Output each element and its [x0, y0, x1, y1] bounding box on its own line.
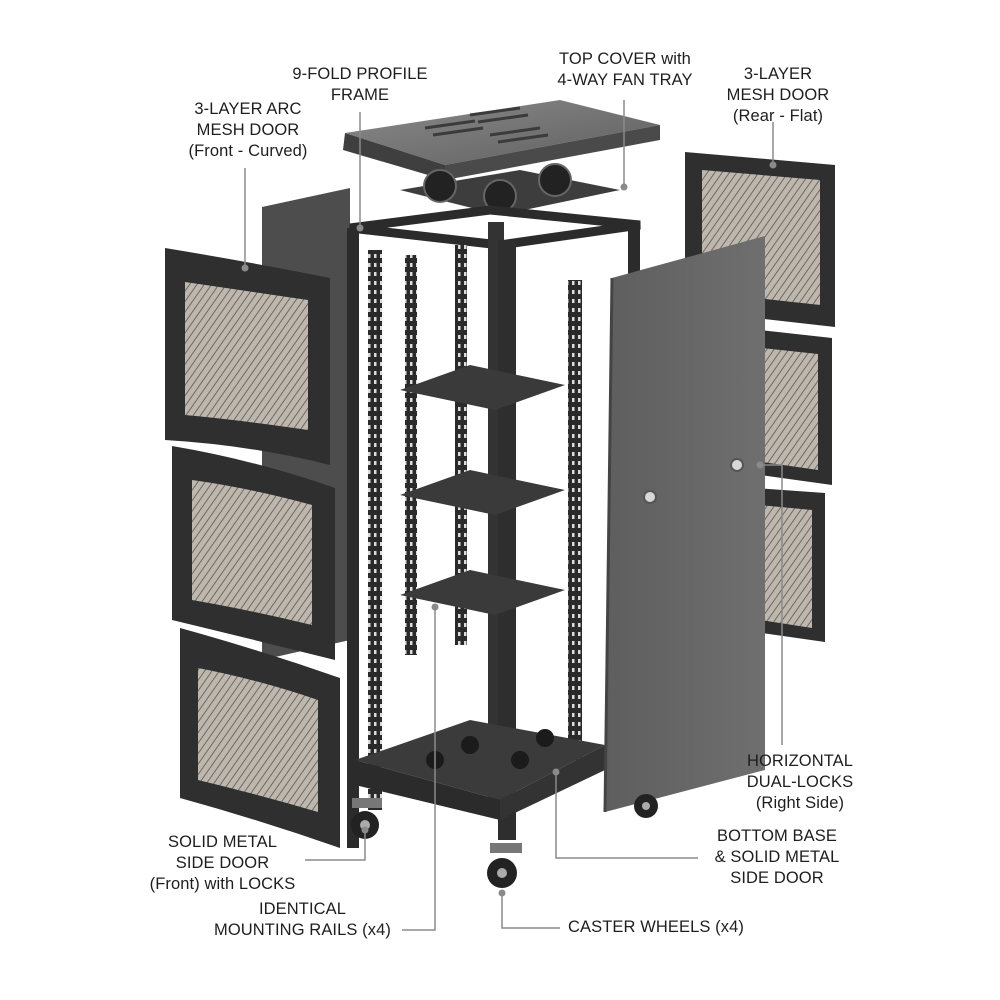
front-mesh-doors	[165, 248, 340, 848]
callout-front-mesh-door: 3-LAYER ARC MESH DOOR (Front - Curved)	[188, 100, 308, 160]
callout-frame: 9-FOLD PROFILE FRAME	[292, 65, 428, 104]
callout-mounting-rails: IDENTICAL MOUNTING RAILS (x4)	[214, 900, 391, 939]
callout-dual-locks: HORIZONTAL DUAL-LOCKS (Right Side)	[746, 752, 854, 812]
rack-frame	[347, 205, 641, 848]
callout-top-cover: TOP COVER with 4-WAY FAN TRAY	[557, 50, 693, 89]
callout-side-door-front: SOLID METAL SIDE DOOR (Front) with LOCKS	[149, 833, 296, 893]
leader-dots	[241, 161, 777, 897]
top-cover	[343, 100, 660, 180]
right-side-door	[603, 236, 765, 813]
caster-wheels	[351, 794, 658, 888]
callout-rear-mesh-door: 3-LAYER MESH DOOR (Rear - Flat)	[726, 65, 830, 125]
callout-bottom-base: BOTTOM BASE & SOLID METAL SIDE DOOR	[714, 827, 840, 887]
callout-caster-wheels: CASTER WHEELS (x4)	[568, 918, 744, 936]
fan-tray	[400, 163, 620, 215]
leader-lines	[244, 100, 783, 931]
